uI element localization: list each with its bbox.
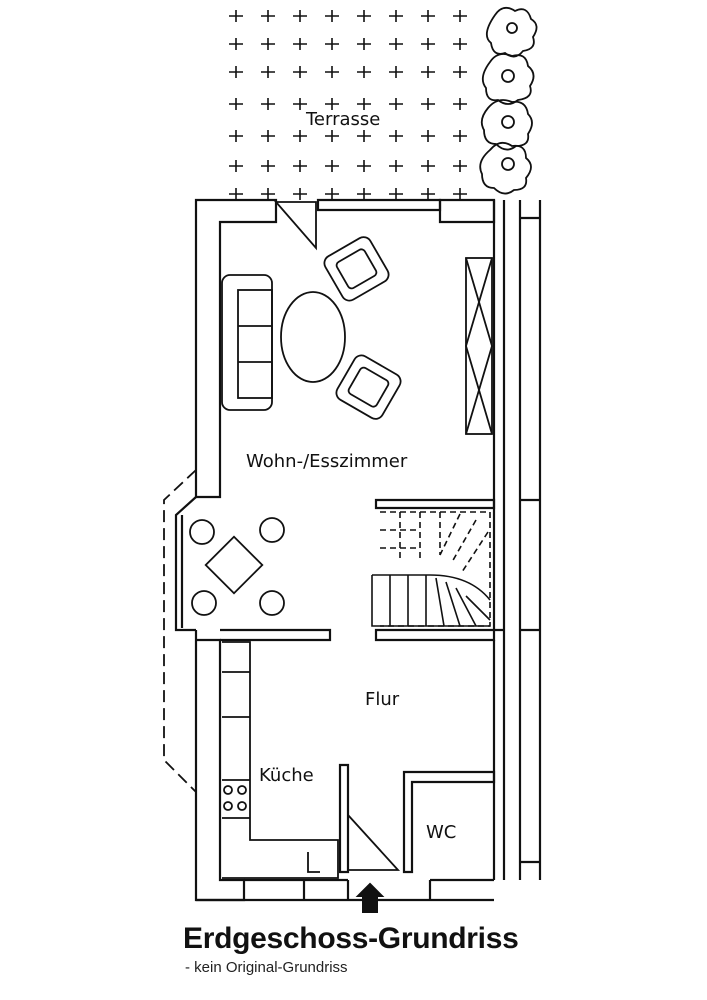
terrace-tile-mark: [229, 98, 243, 110]
terrace-tile-mark: [389, 38, 403, 50]
bay-window-dashed: [163, 469, 197, 793]
terrace-tile-mark: [325, 188, 339, 200]
terrace-tile-mark: [389, 130, 403, 142]
kitchen-counter: [222, 641, 339, 879]
terrace-tile-mark: [389, 188, 403, 200]
terrace-tile-mark: [293, 98, 307, 110]
terrace-tile-mark: [389, 98, 403, 110]
terrace-tile-mark: [325, 130, 339, 142]
terrace-tile-mark: [325, 10, 339, 22]
terrace-tile-mark: [357, 130, 371, 142]
terrace-tile-mark: [421, 188, 435, 200]
terrace-tile-mark: [357, 188, 371, 200]
terrace-tile-mark: [357, 98, 371, 110]
terrace-tile-mark: [229, 10, 243, 22]
terrace-tile-mark: [453, 160, 467, 172]
terrace-tile-mark: [453, 66, 467, 78]
terrace-tile-mark: [453, 188, 467, 200]
terrace-tile-mark: [325, 98, 339, 110]
terrace-tile-mark: [325, 66, 339, 78]
terrace-tile-mark: [325, 160, 339, 172]
terrace-tile-mark: [389, 66, 403, 78]
terrace-tile-mark: [421, 130, 435, 142]
terrace-tile-mark: [421, 98, 435, 110]
terrace-tile-mark: [453, 98, 467, 110]
terrace-tile-mark: [229, 160, 243, 172]
terrace-tile-mark: [261, 38, 275, 50]
label-kueche: Küche: [259, 765, 314, 786]
terrace-tile-mark: [229, 130, 243, 142]
terrace-tile-mark: [357, 10, 371, 22]
bay-dining-set: [189, 517, 285, 616]
plan-subtitle: - kein Original-Grundriss: [185, 959, 348, 976]
cabinet: [465, 257, 493, 435]
label-wohn-esszimmer: Wohn-/Esszimmer: [246, 451, 408, 472]
walls: [174, 198, 542, 902]
terrace-tile-mark: [293, 188, 307, 200]
terrace-tile-mark: [389, 160, 403, 172]
oval-table: [280, 291, 346, 383]
terrace-tile-mark: [261, 188, 275, 200]
terrace-tile-mark: [261, 10, 275, 22]
terrace-tile-mark: [453, 38, 467, 50]
terrace-tile-mark: [293, 38, 307, 50]
terrace-tile-mark: [325, 38, 339, 50]
terrace-tile-mark: [293, 10, 307, 22]
sofa: [221, 274, 273, 411]
terrace-tile-mark: [421, 10, 435, 22]
terrace-tile-mark: [261, 130, 275, 142]
terrace-tile-mark: [229, 38, 243, 50]
terrace-tile-mark: [453, 130, 467, 142]
terrace-tile-mark: [421, 38, 435, 50]
terrace-tile-mark: [357, 38, 371, 50]
plan-title: Erdgeschoss-Grundriss: [183, 922, 519, 955]
armchairs: [323, 236, 402, 420]
staircase: [371, 511, 491, 627]
terrace-tile-mark: [293, 66, 307, 78]
door-swings: [274, 201, 401, 871]
terrace-tile-mark: [229, 66, 243, 78]
terrace-tile-mark: [261, 160, 275, 172]
terrace-tile-mark: [389, 10, 403, 22]
terrace-tile-mark: [261, 66, 275, 78]
hedge-bushes: [479, 6, 538, 195]
terrace-tile-mark: [421, 160, 435, 172]
terrace-tile-mark: [293, 160, 307, 172]
terrace-tile-mark: [229, 188, 243, 200]
terrace-tile-mark: [421, 66, 435, 78]
terrace-tile-mark: [357, 160, 371, 172]
terrace-tile-mark: [261, 98, 275, 110]
label-terrasse: Terrasse: [305, 109, 380, 130]
label-flur: Flur: [365, 689, 400, 710]
entrance-arrow-icon: [355, 882, 385, 913]
terrace-tile-mark: [293, 130, 307, 142]
terrace-tiles: [229, 10, 467, 200]
terrace-tile-mark: [357, 66, 371, 78]
terrace-tile-mark: [453, 10, 467, 22]
label-wc: WC: [426, 822, 456, 843]
